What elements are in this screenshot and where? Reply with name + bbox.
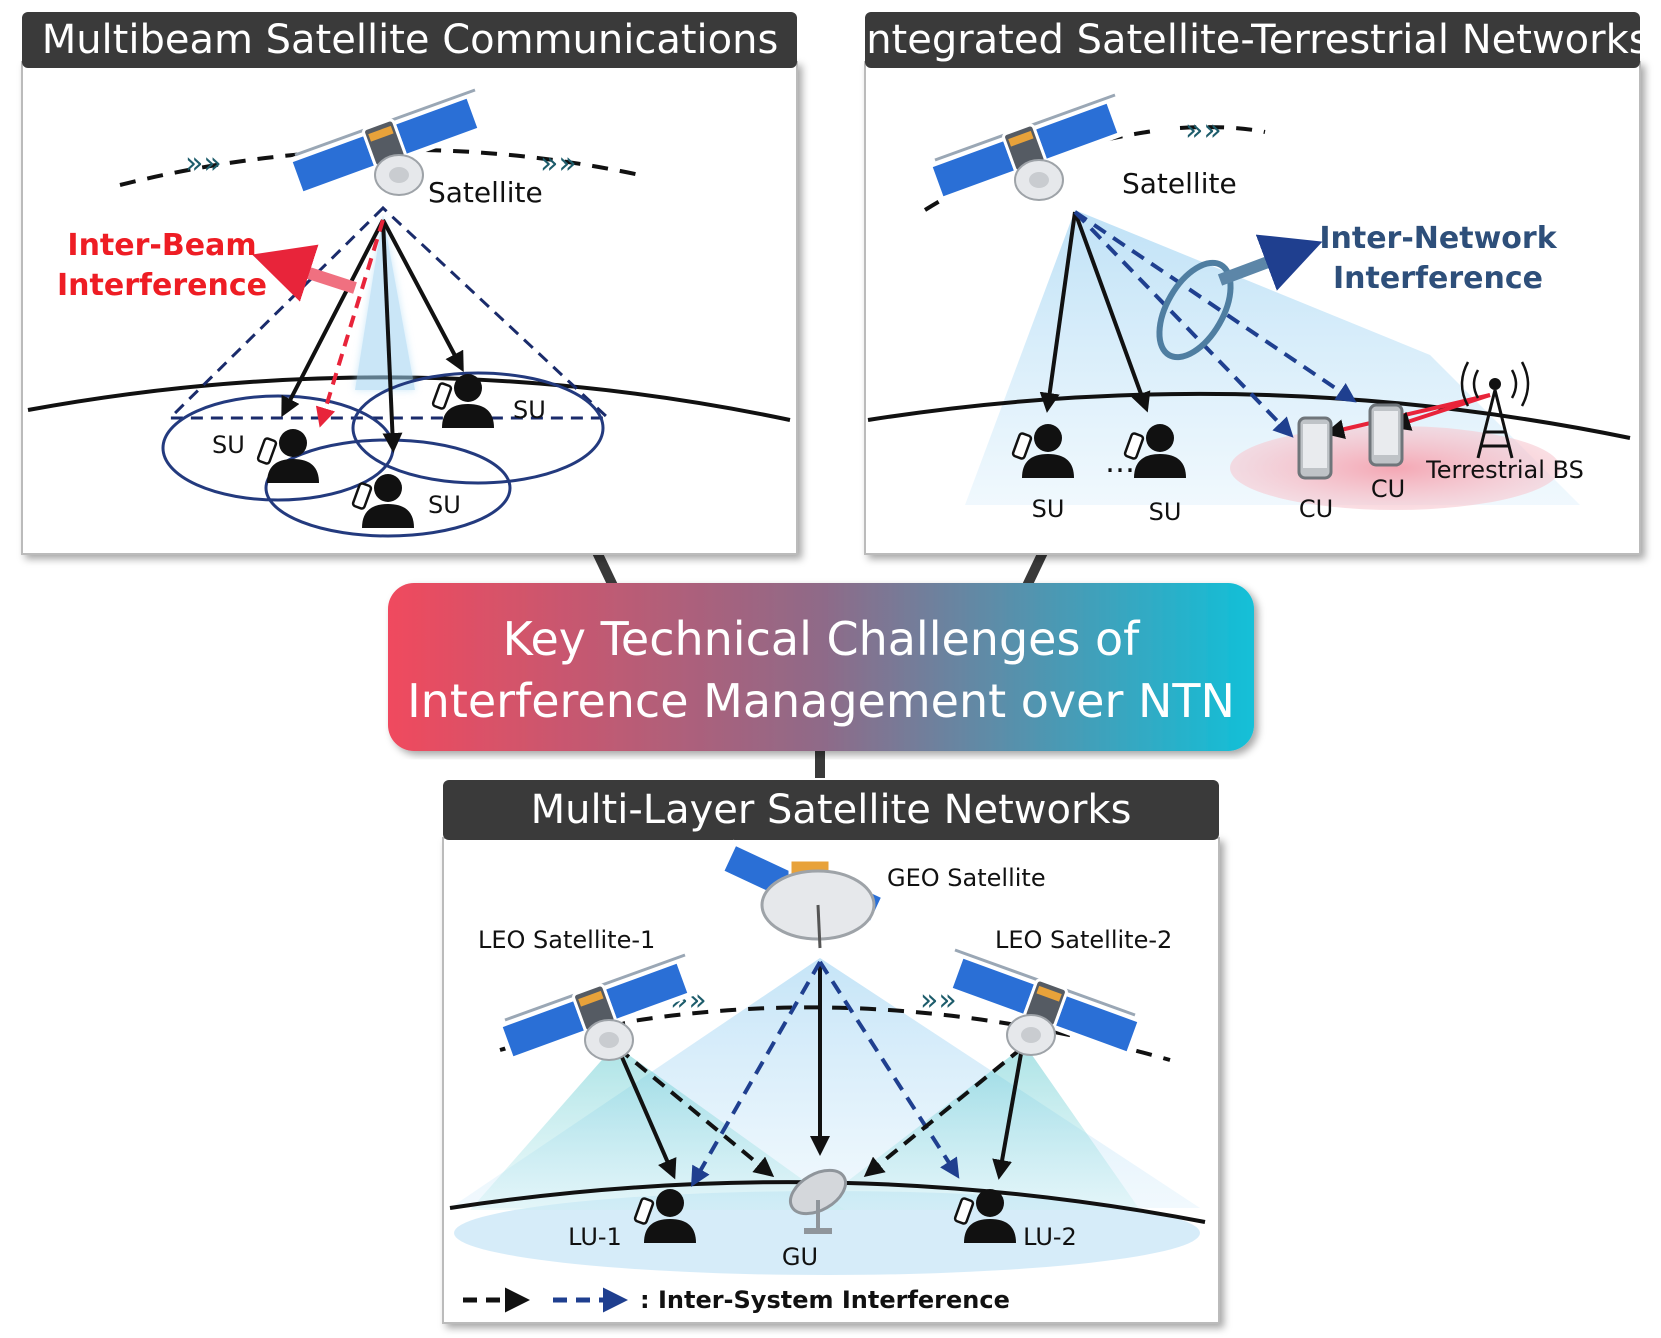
leo2-satellite-label: LEO Satellite-2 (995, 926, 1172, 954)
inter-network-label-1: Inter-Network (1319, 221, 1557, 256)
interference-marker-ring (1156, 259, 1234, 361)
multilayer-title: Multi-Layer Satellite Networks (531, 787, 1132, 833)
inter-network-pointer (1217, 234, 1323, 291)
su-label: SU (1149, 498, 1182, 526)
multibeam-panel: Multibeam Satellite Communications »» »»… (21, 12, 798, 555)
cu-label: CU (1299, 495, 1333, 523)
geo-interference-link (818, 960, 960, 1179)
lu2-label: LU-2 (1023, 1223, 1077, 1251)
leo1-interference-link (616, 1046, 775, 1178)
interference-link (1073, 210, 1357, 403)
desired-link (381, 219, 403, 453)
center-title-line-1: Key Technical Challenges of (503, 612, 1142, 666)
ellipsis-icon: … (1105, 445, 1135, 480)
multilayer-panel: Multi-Layer Satellite Networks »» »» (442, 780, 1220, 1324)
spot-beam (351, 371, 605, 485)
satellite-label: Satellite (428, 176, 543, 209)
earth-surface (867, 391, 1631, 440)
leo2-interference-link (863, 1046, 1024, 1178)
desired-link (1039, 211, 1077, 413)
legend-label: : Inter-System Interference (640, 1286, 1010, 1314)
ground-user-dish-icon (789, 1168, 847, 1234)
inter-beam-pointer (252, 244, 357, 302)
geo-satellite-label: GEO Satellite (887, 864, 1046, 892)
inter-network-label-2: Interference (1333, 261, 1543, 296)
cu-label: CU (1371, 475, 1405, 503)
leo1-desired-link (616, 1047, 677, 1180)
terrestrial-bs-icon (1460, 361, 1530, 459)
orbit-path (1179, 125, 1266, 134)
terrestrial-link (1390, 393, 1491, 431)
geo-interference-link (691, 961, 822, 1187)
multibeam-header (22, 12, 797, 68)
beam-coverage-cone (166, 205, 612, 420)
interference-link (315, 219, 385, 428)
orbit-direction-icon: »» (1185, 113, 1222, 148)
desired-link (381, 219, 464, 373)
integrated-title: Integrated Satellite-Terrestrial Network… (854, 17, 1649, 63)
leo1-satellite-label: LEO Satellite-1 (478, 926, 655, 954)
desired-link (281, 219, 385, 418)
legend: : Inter-System Interference (463, 1286, 1010, 1314)
orbit-direction-icon: »» (540, 146, 577, 181)
integrated-header (865, 12, 1640, 68)
center-title-box: Key Technical Challenges of Interference… (388, 583, 1254, 751)
lu1-label: LU-1 (568, 1223, 622, 1251)
orbit-direction-icon: »» (185, 146, 222, 181)
su-label: SU (513, 396, 546, 424)
cellular-user-icon (1368, 403, 1404, 467)
satellite-label: Satellite (1122, 167, 1237, 200)
leo2-beam (810, 1045, 1140, 1210)
leo1-beam (470, 1045, 845, 1210)
gu-label: GU (782, 1243, 818, 1271)
leo2-desired-link (992, 1047, 1024, 1180)
center-title-line-2: Interference Management over NTN (407, 674, 1235, 728)
geo-satellite-icon (717, 839, 888, 949)
su-label: SU (1032, 495, 1065, 523)
multibeam-title: Multibeam Satellite Communications (42, 17, 779, 63)
interference-link (1073, 210, 1294, 438)
integrated-panel: Integrated Satellite-Terrestrial Network… (854, 12, 1650, 555)
cellular-user-icon (1297, 416, 1333, 480)
desired-link (1073, 211, 1151, 413)
inter-beam-label-1: Inter-Beam (67, 228, 256, 263)
inter-beam-label-2: Interference (57, 268, 267, 303)
terrestrial-bs-label: Terrestrial BS (1425, 456, 1584, 484)
su-label: SU (428, 491, 461, 519)
su-label: SU (212, 431, 245, 459)
multilayer-header (443, 780, 1219, 840)
